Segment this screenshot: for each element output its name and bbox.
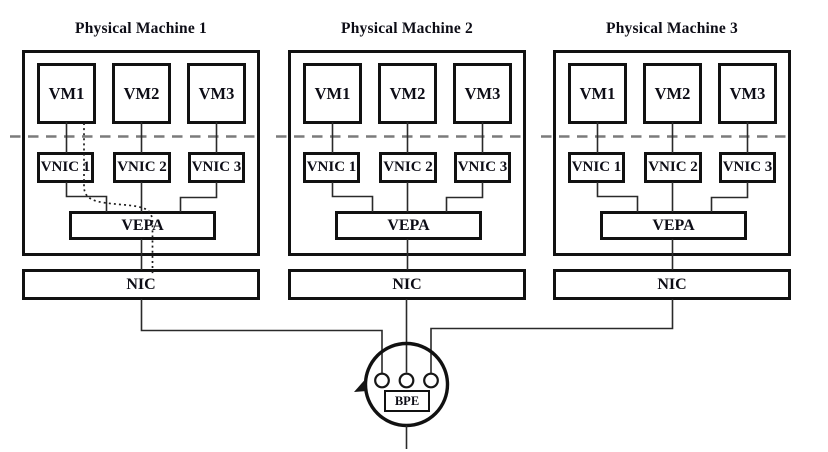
physical-machine-3: Physical Machine 3 VM1 VM2 VM3 VNIC 1 VN… [553,0,791,302]
vepa-box: VEPA [69,211,216,240]
vnic1-box: VNIC 1 [37,152,94,183]
vnic3-box: VNIC 3 [719,152,776,183]
vm2-box: VM2 [378,63,437,124]
physical-machine-1: Physical Machine 1 VM1 VM2 VM3 VNIC 1 VN… [22,0,260,302]
vnic2-box: VNIC 2 [113,152,171,183]
vnic1-box: VNIC 1 [568,152,625,183]
vm1-box: VM1 [303,63,362,124]
vm3-box: VM3 [718,63,777,124]
machine-title: Physical Machine 3 [606,20,738,37]
vm1-box: VM1 [37,63,96,124]
nic-box: NIC [22,269,260,300]
vnic3-box: VNIC 3 [454,152,511,183]
vnic2-box: VNIC 2 [379,152,437,183]
vnic3-box: VNIC 3 [188,152,245,183]
bpe-label-box: BPE [384,390,430,412]
physical-machine-2: Physical Machine 2 VM1 VM2 VM3 VNIC 1 VN… [288,0,526,302]
vm3-box: VM3 [187,63,246,124]
vepa-box: VEPA [600,211,747,240]
vnic1-box: VNIC 1 [303,152,360,183]
vm2-box: VM2 [112,63,171,124]
nic-box: NIC [553,269,791,300]
vm2-box: VM2 [643,63,702,124]
vnic2-box: VNIC 2 [644,152,702,183]
machine-title: Physical Machine 1 [75,20,207,37]
machine-title: Physical Machine 2 [341,20,473,37]
vepa-box: VEPA [335,211,482,240]
nic-box: NIC [288,269,526,300]
vm1-box: VM1 [568,63,627,124]
vm3-box: VM3 [453,63,512,124]
